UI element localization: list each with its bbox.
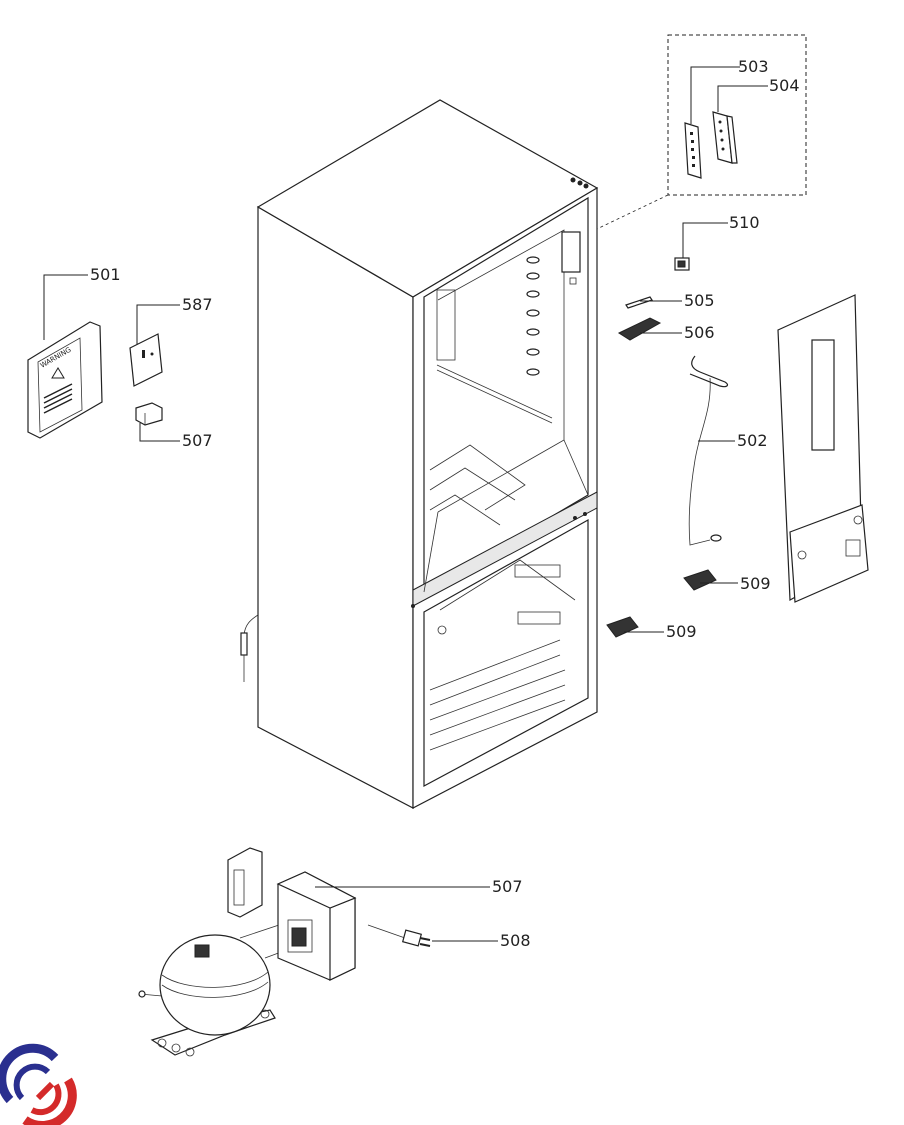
inset-dashed-frame (667, 34, 807, 196)
heater-wire-part[interactable] (688, 355, 729, 546)
refrigerator-cabinet (240, 99, 599, 809)
vent-cover-upper-part[interactable] (683, 569, 717, 591)
callout-587[interactable]: 587 (182, 295, 213, 314)
grille-part[interactable] (617, 317, 662, 341)
inverter-box-part[interactable] (276, 871, 357, 981)
shelf-support-rails (526, 256, 540, 376)
freezer-interior (429, 559, 576, 751)
leader-501 (43, 274, 88, 340)
callout-506[interactable]: 506 (684, 323, 715, 342)
leader-503 (690, 66, 740, 124)
sensor-probe (240, 614, 259, 682)
callout-507-small[interactable]: 507 (182, 431, 213, 450)
callout-502[interactable]: 502 (737, 431, 768, 450)
relay-board-part[interactable] (129, 333, 163, 387)
vent-cover-lower-part[interactable] (606, 616, 639, 638)
leader-507-small (139, 423, 180, 442)
warning-triangle-icon (51, 367, 65, 379)
callout-509-lower[interactable]: 509 (666, 622, 697, 641)
control-panel-inset: 503 504 (577, 34, 807, 239)
leader-587 (136, 304, 180, 345)
electrical-cover-part[interactable]: WARNING (27, 321, 103, 439)
power-cord-part[interactable] (367, 924, 431, 947)
compressor-dome[interactable] (159, 934, 271, 1036)
control-board[interactable] (712, 111, 738, 164)
small-strip-part[interactable] (625, 296, 653, 309)
leader-510 (682, 222, 728, 258)
callout-501[interactable]: 501 (90, 265, 121, 284)
callout-510[interactable]: 510 (729, 213, 760, 232)
inset-leader-dashed (577, 194, 669, 239)
callout-508[interactable]: 508 (500, 931, 531, 950)
control-panel-overlay[interactable] (684, 122, 702, 179)
callout-504[interactable]: 504 (769, 76, 800, 95)
door-liner-panel[interactable] (777, 294, 869, 603)
relay-small-part[interactable] (135, 402, 163, 426)
callout-505[interactable]: 505 (684, 291, 715, 310)
compressor-assembly (138, 847, 431, 1057)
control-housing (561, 231, 581, 273)
callout-509-upper[interactable]: 509 (740, 574, 771, 593)
leader-504 (717, 85, 768, 112)
brand-logo (0, 1043, 77, 1125)
callout-507-inverter[interactable]: 507 (492, 877, 523, 896)
callout-503[interactable]: 503 (738, 57, 769, 76)
switch-part[interactable] (674, 257, 690, 271)
floor-ribs (429, 444, 526, 526)
